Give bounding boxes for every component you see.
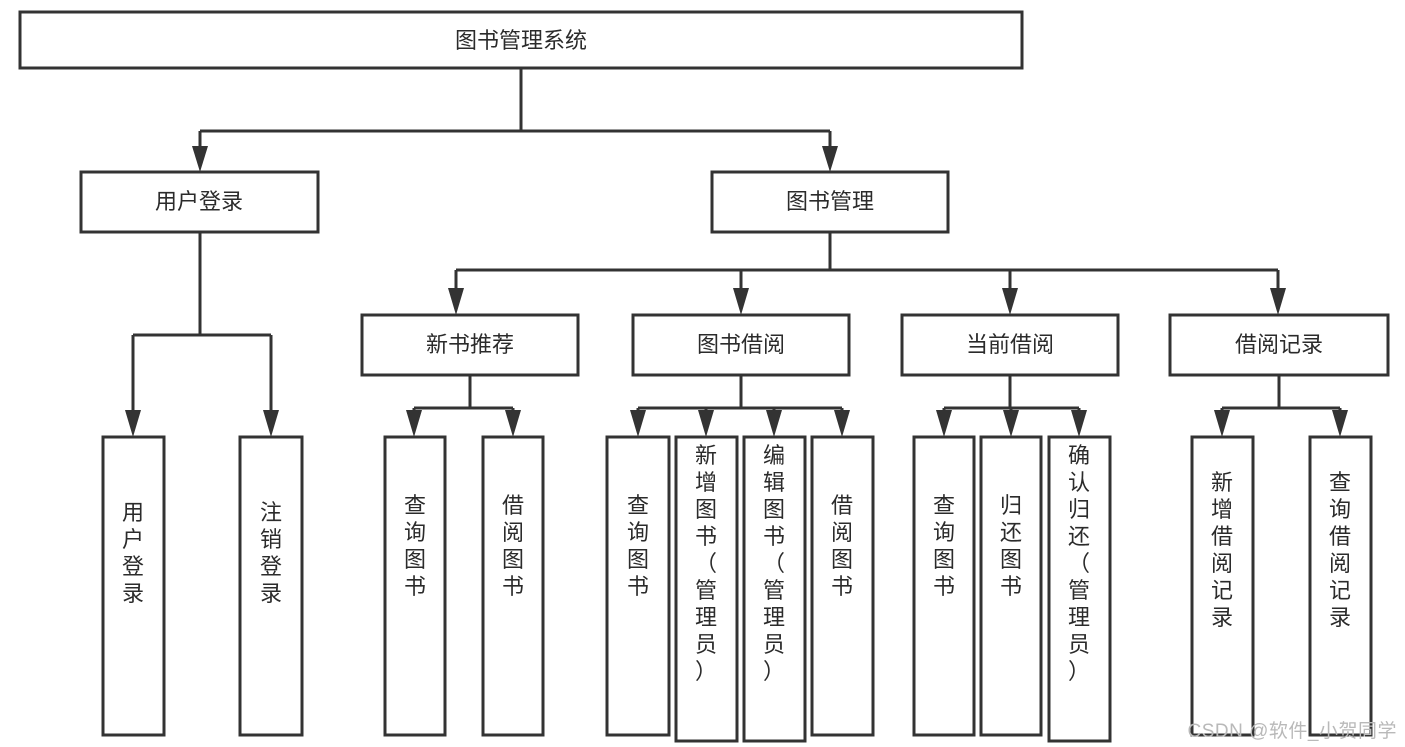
arrowhead-bookborrow-leaf-3 [766,410,782,437]
leaf-user-login-logout-label: 注销登录 [260,500,282,606]
leaf-currentborrow-return[interactable]: 归还图书 [979,435,1043,737]
leaf-newbook-borrow-label: 借阅图书 [502,493,524,599]
connector-layer [125,68,1348,437]
arrowhead-newbook-leaf-2 [505,410,521,437]
leaf-user-login-login-label: 用户登录 [122,500,144,606]
leaf-currentborrow-confirm-label: 确认归还（管理员） [1068,443,1090,684]
node-new-book-recommend[interactable]: 新书推荐 [360,313,580,377]
csdn-watermark: CSDN @软件_小贺同学 [1187,721,1397,742]
leaf-bookborrow-edit-box[interactable] [742,435,807,743]
node-borrow-record-box[interactable] [1168,313,1390,377]
node-root-label: 图书管理系统 [455,28,587,53]
leaf-currentborrow-confirm[interactable]: 确认归还（管理员） [1047,435,1112,743]
node-borrow-record[interactable]: 借阅记录 [1168,313,1390,377]
leaf-user-login-login-box[interactable] [101,435,166,737]
leaf-user-login-logout[interactable]: 注销登录 [238,435,304,737]
node-current-borrow-box[interactable] [900,313,1120,377]
arrowhead-newbook-leaf-1 [406,410,422,437]
node-book-management[interactable]: 图书管理 [710,170,950,234]
leaf-newbook-query[interactable]: 查询图书 [383,435,447,737]
leaf-bookborrow-add-box[interactable] [674,435,739,743]
arrowhead-borrowrecord-leaf-2 [1332,410,1348,437]
node-user-login-box[interactable] [79,170,320,234]
node-current-borrow-label: 当前借阅 [966,332,1054,357]
leaf-bookborrow-query-box[interactable] [605,435,671,737]
leaf-bookborrow-add-label: 新增图书（管理员） [695,443,717,684]
leaf-bookborrow-borrow-box[interactable] [810,435,875,737]
arrowhead-borrow-record [1270,288,1286,315]
leaf-user-login-login[interactable]: 用户登录 [101,435,166,737]
arrowhead-book-borrow [733,288,749,315]
node-user-login-label: 用户登录 [155,189,243,214]
node-borrow-record-label: 借阅记录 [1235,332,1323,357]
node-book-borrow-label: 图书借阅 [697,332,785,357]
leaf-borrowrecord-add-label: 新增借阅记录 [1211,470,1233,630]
leaf-currentborrow-query[interactable]: 查询图书 [912,435,976,737]
leaf-bookborrow-query-label: 查询图书 [627,493,649,599]
node-root[interactable]: 图书管理系统 [18,10,1024,70]
leaf-borrowrecord-add[interactable]: 新增借阅记录 [1190,435,1255,737]
arrowhead-bookborrow-leaf-2 [698,410,714,437]
arrowhead-logout-leaf [263,410,279,437]
node-root-box[interactable] [18,10,1024,70]
leaf-currentborrow-query-label: 查询图书 [933,493,955,599]
node-new-book-recommend-box[interactable] [360,313,580,377]
leaf-currentborrow-return-box[interactable] [979,435,1043,737]
arrowhead-currentborrow-leaf-1 [936,410,952,437]
arrowhead-bookborrow-leaf-4 [834,410,850,437]
leaf-currentborrow-confirm-box[interactable] [1047,435,1112,743]
node-user-login[interactable]: 用户登录 [79,170,320,234]
node-book-borrow-box[interactable] [631,313,851,377]
leaf-newbook-query-box[interactable] [383,435,447,737]
arrowhead-currentborrow-leaf-3 [1071,410,1087,437]
node-book-management-label: 图书管理 [786,189,874,214]
leaf-currentborrow-return-label: 归还图书 [1000,493,1022,599]
arrowhead-borrowrecord-leaf-1 [1214,410,1230,437]
leaf-newbook-query-label: 查询图书 [404,493,426,599]
leaf-bookborrow-query[interactable]: 查询图书 [605,435,671,737]
arrowhead-currentborrow-leaf-2 [1003,410,1019,437]
leaf-bookborrow-edit[interactable]: 编辑图书（管理员） [742,435,807,743]
leaf-bookborrow-borrow[interactable]: 借阅图书 [810,435,875,737]
leaf-newbook-borrow-box[interactable] [481,435,545,737]
node-new-book-recommend-label: 新书推荐 [426,332,514,357]
leaf-user-login-logout-box[interactable] [238,435,304,737]
leaf-bookborrow-edit-label: 编辑图书（管理员） [763,443,785,684]
node-current-borrow[interactable]: 当前借阅 [900,313,1120,377]
node-book-management-box[interactable] [710,170,950,234]
arrowhead-current-borrow [1002,288,1018,315]
arrowhead-userlogin [192,146,208,172]
leaf-bookborrow-borrow-label: 借阅图书 [831,493,853,599]
arrowhead-new-book-recommend [448,288,464,315]
leaf-borrowrecord-query-box[interactable] [1308,435,1373,737]
arrowhead-bookborrow-leaf-1 [630,410,646,437]
leaf-borrowrecord-add-box[interactable] [1190,435,1255,737]
node-book-borrow[interactable]: 图书借阅 [631,313,851,377]
leaf-currentborrow-query-box[interactable] [912,435,976,737]
leaf-borrowrecord-query[interactable]: 查询借阅记录 [1308,435,1373,737]
leaf-newbook-borrow[interactable]: 借阅图书 [481,435,545,737]
leaf-bookborrow-add[interactable]: 新增图书（管理员） [674,435,739,743]
leaf-borrowrecord-query-label: 查询借阅记录 [1329,470,1351,630]
arrowhead-bookmgmt [822,146,838,172]
arrowhead-user-login-leaf [125,410,141,437]
